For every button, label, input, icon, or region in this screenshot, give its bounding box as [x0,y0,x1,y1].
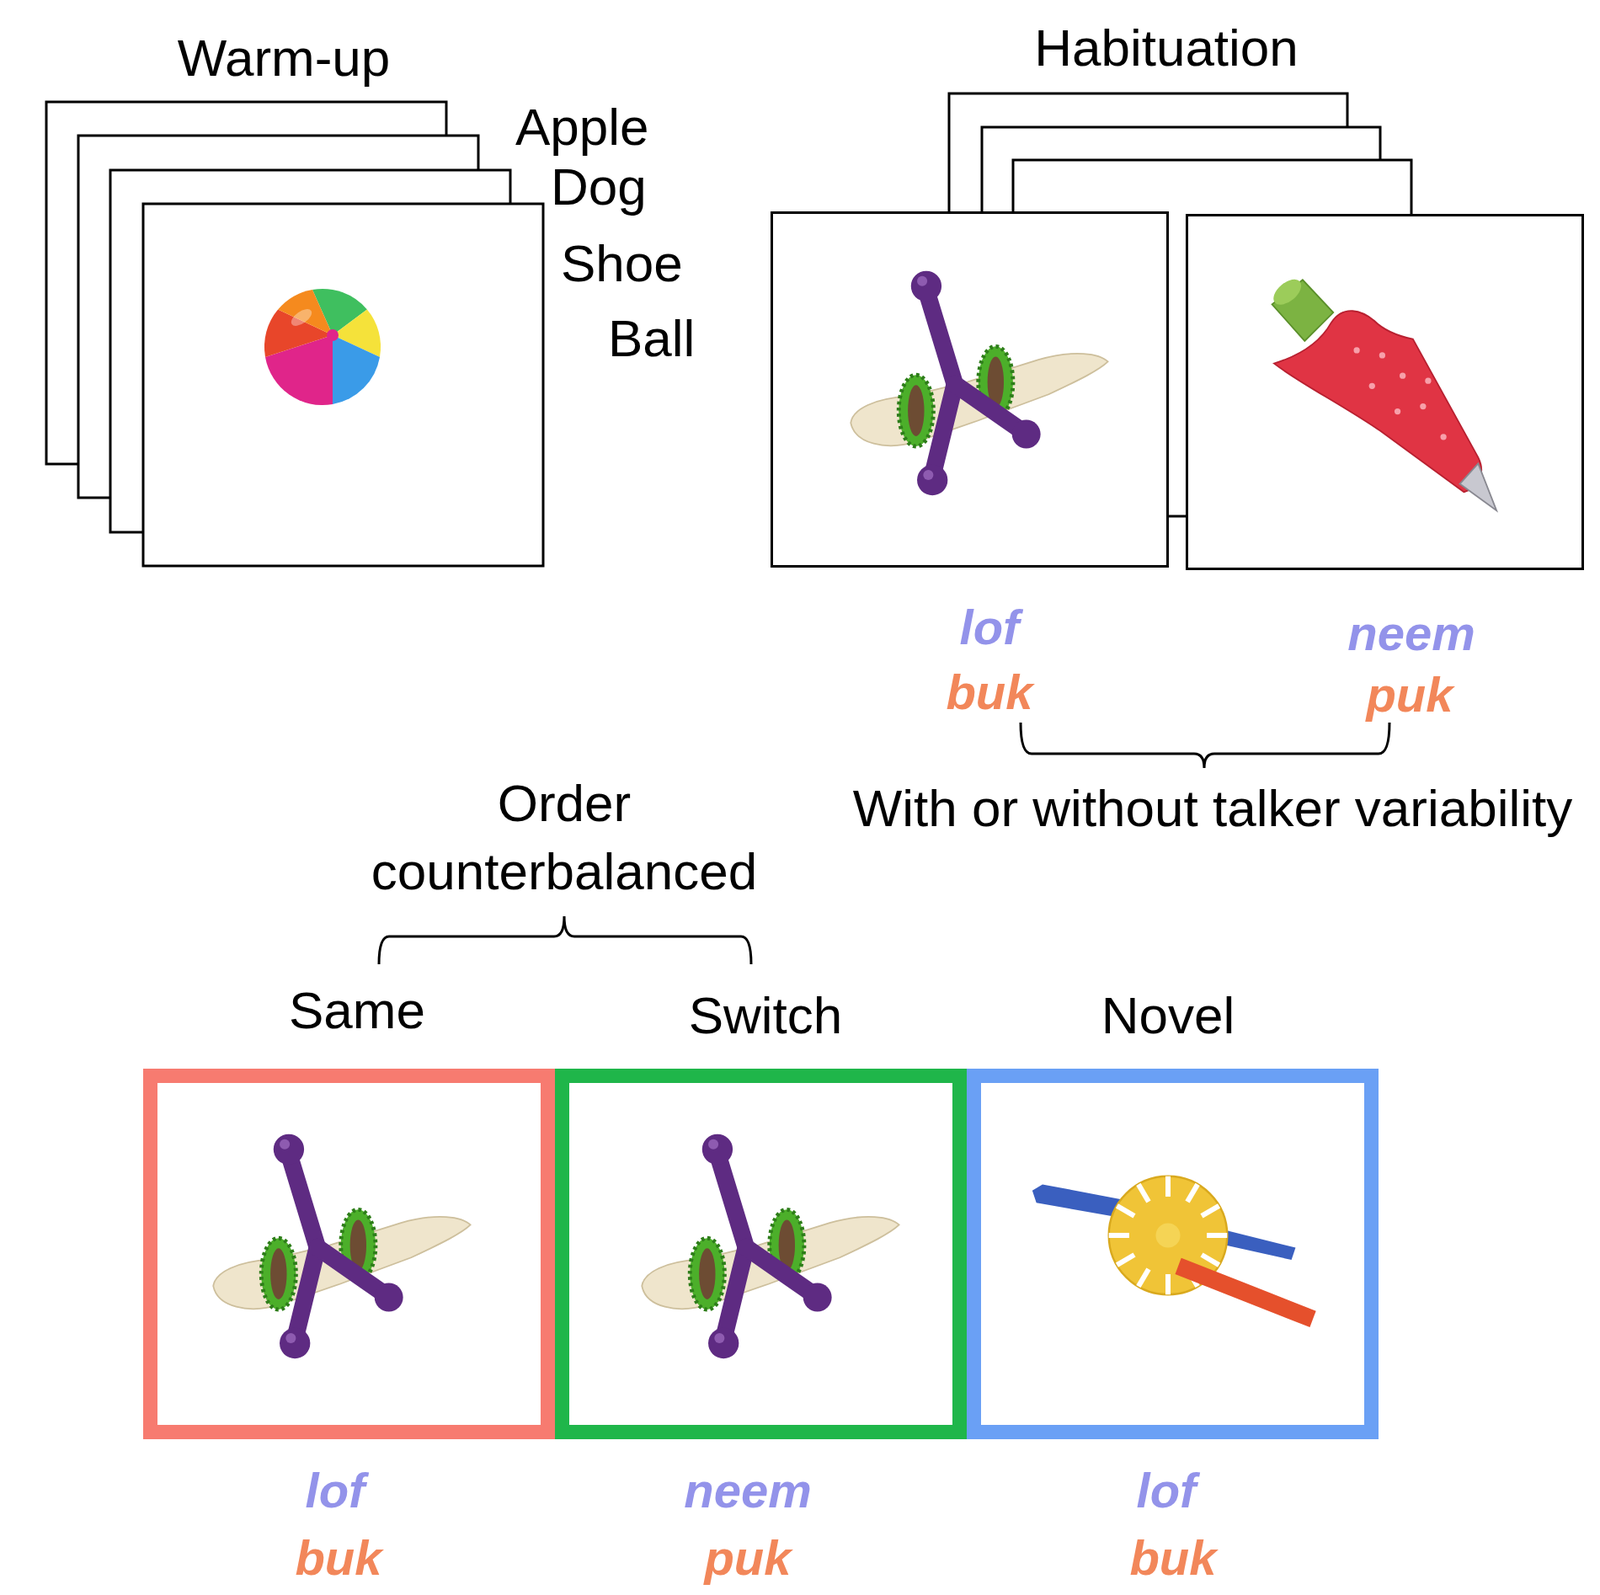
rect-shape [770,211,1169,568]
strawberry-huller [1269,274,1497,511]
circle-shape [326,329,339,342]
beach-ball [264,288,381,406]
circle-shape [1379,352,1386,358]
path-shape [277,289,333,336]
word-label: Apple [515,96,650,157]
circle-shape [1155,1222,1180,1248]
line-shape [1206,1232,1227,1238]
line-shape [1201,1254,1220,1265]
novel-test-box: Novellofbuk [966,1068,1379,1440]
word-label: puk [1365,666,1453,724]
phase-title: Habituation [1034,17,1299,78]
switch-test-box: Switchneempuk [554,1068,967,1440]
line-shape [1187,1184,1198,1202]
line-shape [1138,1184,1149,1202]
ellipse-shape [1269,274,1307,310]
bracket [378,916,752,965]
line-shape [1165,1274,1171,1295]
line-shape [1165,1176,1171,1197]
word-label: neem [1347,605,1476,662]
word-label: lof [1136,1462,1197,1520]
ellipse-shape [288,305,315,330]
condition-heading: Same [288,980,426,1040]
rect-shape [1185,213,1584,571]
condition-heading: Novel [1101,985,1236,1046]
habituation-frame: lofbuk [770,211,1169,568]
line-shape [1109,1232,1130,1238]
word-label: Dog [550,156,647,217]
word-label: lof [305,1462,366,1520]
line-shape [1201,1205,1220,1216]
circle-shape [1394,408,1401,415]
habituation-frame: neempuk [1185,213,1584,571]
word-label: neem [683,1462,812,1520]
word-label: buk [1129,1530,1216,1587]
circle-shape [1399,373,1406,379]
path-shape [1274,310,1482,492]
word-label: Shoe [560,233,683,294]
polygon-shape [1174,1258,1316,1328]
path-shape [332,335,380,405]
word-label: puk [704,1530,791,1587]
circle-shape [1353,346,1360,353]
circle-shape [1369,383,1376,390]
habituation-cards [770,93,1584,571]
rect-shape [143,203,544,566]
word-label: buk [294,1530,382,1587]
line-shape [1138,1269,1149,1287]
condition-note: With or without talker variability [853,778,1574,838]
line-shape [1116,1205,1135,1216]
path-shape [1459,463,1497,511]
circle-shape [1440,433,1446,440]
novel-object [1032,1176,1317,1328]
circle-shape [1424,378,1431,384]
circle-shape [1419,403,1426,410]
word-label: buk [945,664,1033,721]
phase-title: Warm-up [177,27,391,88]
dog-toy [850,271,1108,496]
bracket [1020,722,1390,768]
dog-toy [641,1134,899,1360]
same-test-box: Samelofbuk [143,1068,555,1440]
condition-note: Order counterbalanced [362,769,767,906]
word-label: Ball [608,308,695,368]
dog-toy [213,1134,470,1360]
condition-heading: Switch [688,985,843,1046]
warmup-cards [46,101,544,566]
line-shape [1116,1254,1135,1265]
word-label: lof [960,599,1020,656]
